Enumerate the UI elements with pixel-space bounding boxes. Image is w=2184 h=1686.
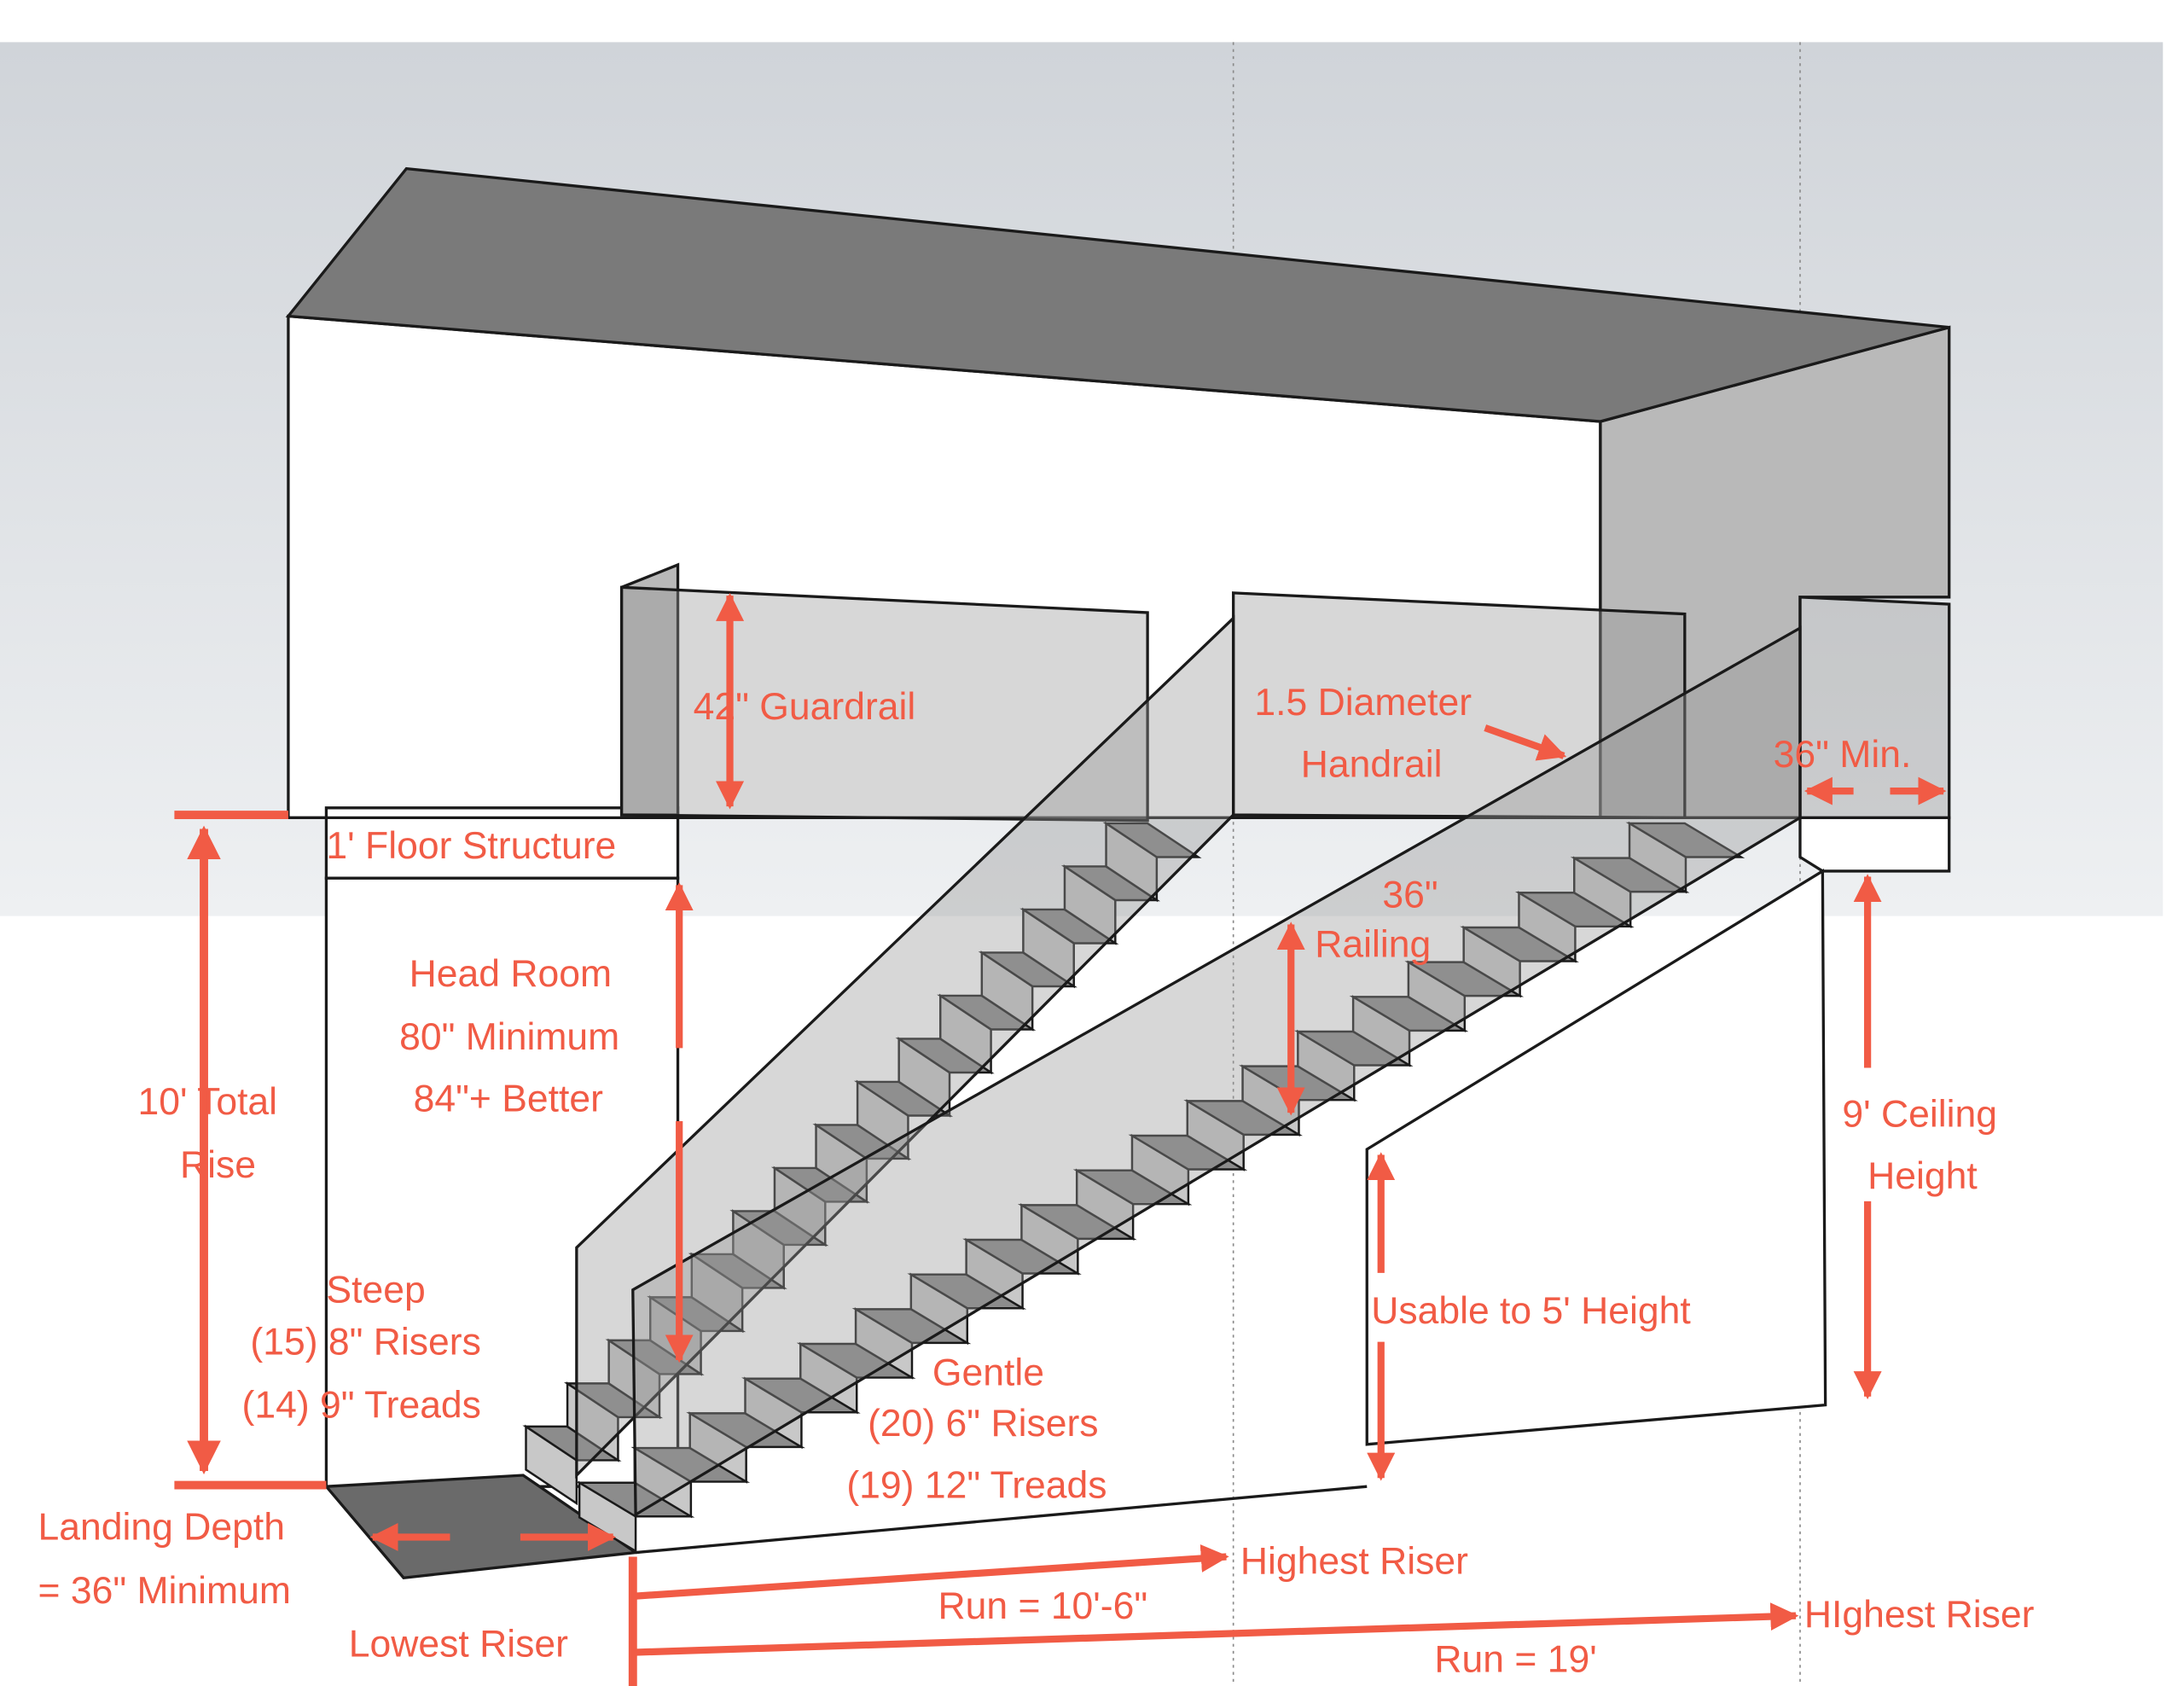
- landing-label-1: Landing Depth: [38, 1507, 285, 1549]
- steep-label-3: (14) 9" Treads: [242, 1385, 481, 1427]
- railing-label-1: 36": [1382, 875, 1438, 916]
- min-width-label: 36" Min.: [1774, 734, 1912, 776]
- run-label-2: Run = 19': [1434, 1639, 1596, 1681]
- usable-label: Usable to 5' Height: [1371, 1290, 1691, 1332]
- floor-structure-label: 1' Floor Structure: [326, 825, 616, 867]
- run-arrow-short: [635, 1544, 1229, 1600]
- highest-riser-label-1: Highest Riser: [1240, 1540, 1468, 1582]
- headroom-label-1: Head Room: [410, 953, 612, 995]
- railing-label-2: Railing: [1315, 923, 1431, 965]
- total-rise-label-1: 10' Total: [138, 1081, 278, 1123]
- guardrail-panel: [619, 585, 1149, 823]
- steep-balustrade: [575, 614, 1235, 1479]
- run-arrow-long: [635, 1602, 1799, 1656]
- gentle-label-2: (20) 6" Risers: [868, 1403, 1098, 1445]
- guardrail-label: 42" Guardrail: [694, 686, 916, 728]
- landing-label-2: = 36" Minimum: [38, 1570, 291, 1612]
- headroom-label-2: 80" Minimum: [399, 1016, 619, 1058]
- ceiling-plane: [285, 166, 1950, 423]
- handrail-label-1: 1.5 Diameter: [1254, 682, 1472, 724]
- gentle-label-1: Gentle: [932, 1352, 1044, 1394]
- ceiling-label-2: Height: [1867, 1155, 1978, 1197]
- floor-edge-front: [635, 1485, 1368, 1555]
- steep-stair-tread: [1102, 822, 1202, 858]
- gentle-label-3: (19) 12" Treads: [846, 1464, 1107, 1506]
- headroom-label-3: 84"+ Better: [414, 1078, 604, 1120]
- upper-floor-slab-right: [1798, 816, 1951, 873]
- run-label-1: Run = 10'-6": [938, 1585, 1147, 1627]
- gentle-stair-tread: [1625, 822, 1745, 858]
- under-stair-wall: [1365, 869, 1827, 1446]
- total-rise-label-2: Rise: [180, 1144, 256, 1186]
- gentle-balustrade: [631, 625, 1802, 1517]
- ceiling-label-1: 9' Ceiling: [1842, 1094, 1997, 1136]
- steep-label-1: Steep: [326, 1269, 425, 1311]
- steep-stairs: [522, 821, 1202, 1506]
- highest-riser-label-2: HIghest Riser: [1804, 1594, 2035, 1636]
- lowest-riser-label: Lowest Riser: [349, 1623, 568, 1665]
- handrail-pointer: [1484, 724, 1567, 761]
- handrail-label-2: Handrail: [1301, 744, 1443, 786]
- steep-label-2: (15) 8" Risers: [250, 1321, 480, 1363]
- gentle-top-railing: [1798, 596, 1951, 820]
